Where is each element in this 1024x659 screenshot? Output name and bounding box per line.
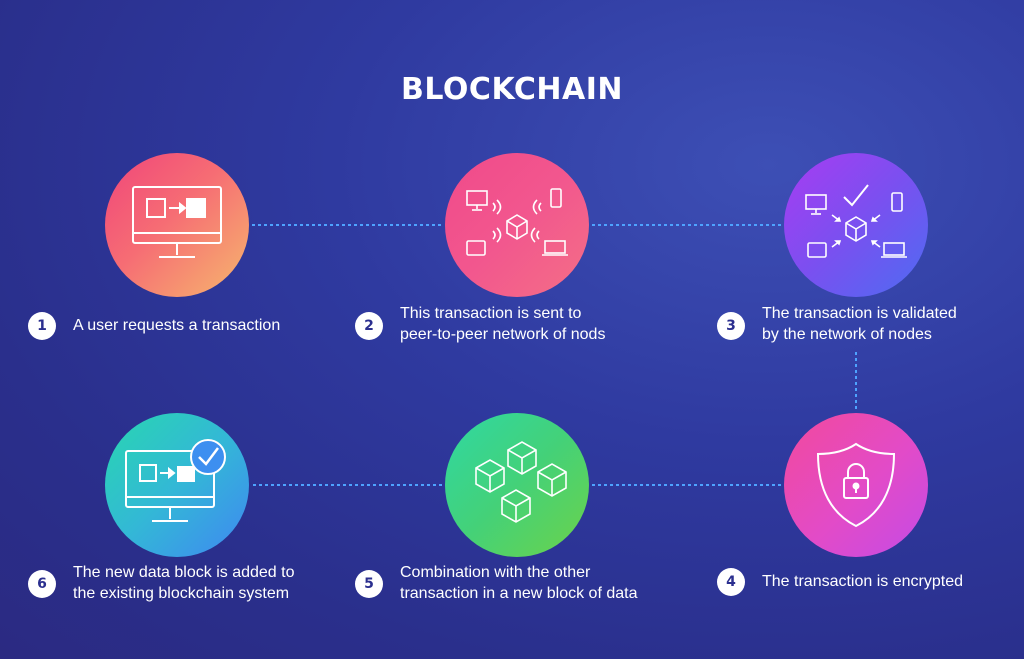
diagram-title: BLOCKCHAIN	[401, 72, 623, 107]
step-6-label: The new data block is added to the exist…	[73, 564, 295, 602]
step-6-circle	[105, 413, 249, 557]
step-1-badge: 1	[28, 312, 56, 340]
step-1: 1 A user requests a transaction	[28, 312, 280, 340]
step-4-badge: 4	[717, 568, 745, 596]
computer-transfer-icon	[129, 183, 225, 267]
step-4-label: The transaction is encrypted	[762, 573, 963, 590]
step-5: 5 Combination with the other transaction…	[355, 562, 637, 604]
step-2-circle	[445, 153, 589, 297]
step-1-label: A user requests a transaction	[73, 317, 281, 334]
step-4: 4 The transaction is encrypted	[717, 568, 963, 596]
step-5-circle	[445, 413, 589, 557]
network-broadcast-icon	[465, 185, 569, 265]
step-3-badge: 3	[717, 312, 745, 340]
step-3-label: The transaction is validated by the netw…	[762, 305, 957, 343]
step-2-label: This transaction is sent to peer-to-peer…	[400, 305, 606, 343]
step-3-circle	[784, 153, 928, 297]
step-2: 2 This transaction is sent to peer-to-pe…	[355, 303, 605, 345]
step-6: 6 The new data block is added to the exi…	[28, 562, 294, 604]
validation-icon	[804, 183, 908, 267]
step-1-circle	[105, 153, 249, 297]
blocks-chain-icon	[462, 440, 572, 530]
step-5-badge: 5	[355, 570, 383, 598]
step-3: 3 The transaction is validated by the ne…	[717, 303, 957, 345]
shield-lock-icon	[814, 440, 898, 530]
step-5-label: Combination with the other transaction i…	[400, 564, 638, 602]
step-2-badge: 2	[355, 312, 383, 340]
step-4-circle	[784, 413, 928, 557]
step-6-badge: 6	[28, 570, 56, 598]
computer-check-icon	[122, 437, 232, 533]
